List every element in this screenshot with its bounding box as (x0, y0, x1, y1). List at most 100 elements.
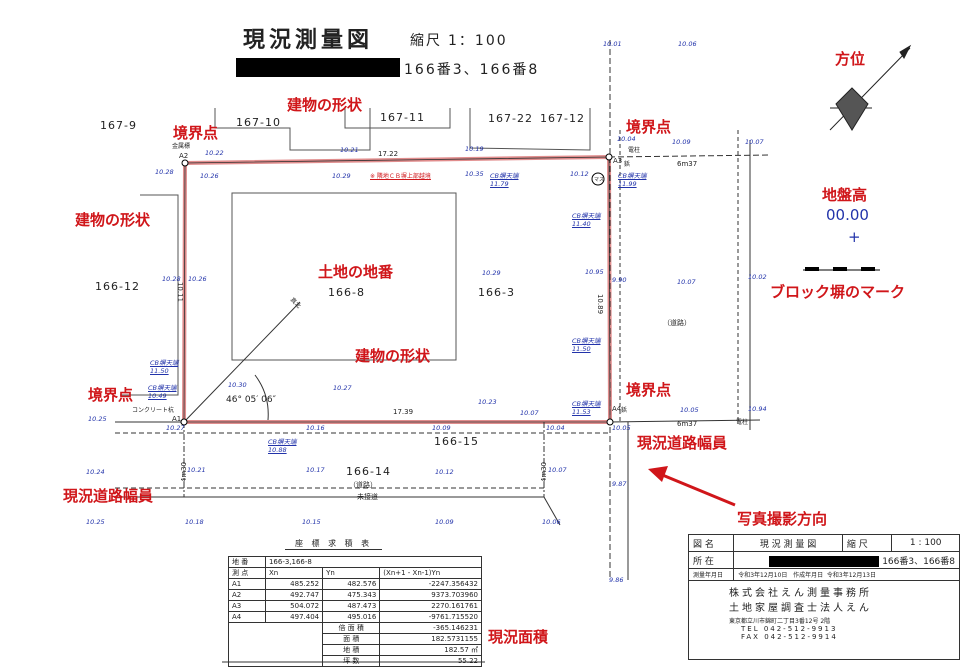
elevation: 10.04 (546, 424, 565, 432)
annotation-boundary-point: 境界点 (173, 124, 219, 142)
elevation: 10.09 (432, 424, 451, 432)
annotation-lot-number: 土地の地番 (318, 263, 394, 281)
scale-label: 縮尺 (410, 33, 442, 49)
address: 東京都立川市錦町二丁目3番12号 2階 (729, 618, 831, 625)
annotation-boundary-point: 境界点 (626, 381, 672, 399)
road-width-label: 4m30 (540, 461, 549, 483)
annotation-photo-direction: 写真撮影方向 (737, 510, 828, 528)
elevation: 10.23 (478, 398, 497, 406)
point-note: 鋲 (624, 161, 631, 168)
elevation: 10.12 (570, 170, 589, 178)
lot-number: 167-9 (100, 119, 137, 132)
utility-pole-label: 電柱 (736, 419, 749, 426)
lot-number: 166-12 (95, 280, 140, 293)
elevation: 9.90 (612, 276, 627, 284)
elevation: 10.24 (86, 468, 105, 476)
elevation: 10.16 (306, 424, 325, 432)
lot-number: 166-3 (478, 286, 515, 299)
annotation-building-shape: 建物の形状 (355, 347, 431, 365)
point-note: 鋲 (621, 407, 628, 414)
lot-number: 167-11 (380, 111, 425, 124)
elevation: 10.07 (745, 138, 764, 146)
elevation: 10.29 (482, 269, 501, 277)
elevation: 10.21 (340, 146, 359, 154)
neighbor-buildings (120, 108, 591, 396)
annotation-block-wall-mark: ブロック塀のマーク (770, 283, 906, 301)
coord-table-title: 座 標 求 積 表 (285, 538, 383, 550)
annotation-ground-height: 地盤高 (822, 186, 868, 204)
elevation: 10.26 (188, 275, 207, 283)
company-name: 株式会社えん測量事務所 (729, 588, 872, 599)
elevation: 10.07 (677, 278, 696, 286)
elevation: 10.28 (162, 275, 181, 283)
elevation: 10.07 (548, 466, 567, 474)
point-label-a2: A2 (179, 152, 189, 160)
road-lines (115, 40, 771, 580)
road-label: （道路） (349, 481, 377, 489)
elevation: 9.87 (612, 480, 627, 488)
scale-value: 1：100 (448, 33, 508, 49)
redacted-address (769, 555, 880, 567)
point-label-a1: A1 (172, 415, 182, 423)
boundary-points (180, 153, 614, 426)
elevation: 10.27 (333, 384, 352, 392)
building-outline (231, 192, 457, 361)
point-label-a3: A3 (613, 157, 623, 165)
elevation: 10.05 (680, 406, 699, 414)
distance-label: 17.39 (393, 408, 414, 416)
redacted-address (236, 58, 400, 77)
utility-pole-label: 電柱 (628, 147, 641, 154)
elevation: 10.26 (200, 172, 219, 180)
road-label: （道路） (663, 319, 691, 327)
office-name: 土地家屋調査士法人えん (729, 603, 872, 614)
elevation: 10.09 (672, 138, 691, 146)
elevation: 10.21 (187, 466, 206, 474)
elevation: 10.94 (748, 405, 767, 413)
elevation: 10.07 (520, 409, 539, 417)
unconnected-road-label: 未接道 (357, 493, 378, 501)
photo-direction-arrow-icon (648, 466, 736, 507)
elevation: 10.27 (166, 424, 185, 432)
point-label-a4: A4 (612, 405, 622, 413)
distance-label: 10.11 (176, 281, 185, 303)
elevation: 10.18 (185, 518, 204, 526)
road-width-label: 6m37 (677, 160, 698, 168)
elevation: 10.95 (585, 268, 604, 276)
point-note: 金属標 (172, 143, 191, 150)
annotation-road-width: 現況道路幅員 (63, 487, 154, 505)
annotation-orientation: 方位 (835, 50, 866, 68)
annotation-boundary-point: 境界点 (88, 386, 134, 404)
elevation: 10.25 (86, 518, 105, 526)
ground-height-value: 00.00 (826, 206, 869, 224)
elevation: 10.30 (228, 381, 247, 389)
encroachment-note: ※ 隣地ＣＢ塀上部越境 (370, 173, 431, 180)
compass-icon (829, 44, 912, 131)
elevation: 10.06 (542, 518, 561, 526)
angle-label: 46° 05′ 06″ (226, 395, 276, 405)
elevation: 9.86 (609, 576, 624, 584)
elevation: 10.01 (603, 40, 622, 48)
fax: FAX 042-512-9914 (741, 633, 838, 641)
page-title: 現況測量図 (243, 28, 374, 53)
lot-number: 166-8 (328, 286, 365, 299)
lot-number: 167-10 (236, 116, 281, 129)
lot-number: 166-14 (346, 465, 391, 478)
elevation: 10.28 (155, 168, 174, 176)
ground-height-mark: + (848, 228, 861, 246)
lot-number: 167-22 (488, 112, 533, 125)
elevation: 10.25 (88, 415, 107, 423)
lot-boundary (181, 154, 613, 424)
location-lots: 166番3、166番8 (404, 62, 540, 78)
block-wall-mark-icon (803, 267, 880, 271)
elevation: 10.04 (617, 135, 636, 143)
